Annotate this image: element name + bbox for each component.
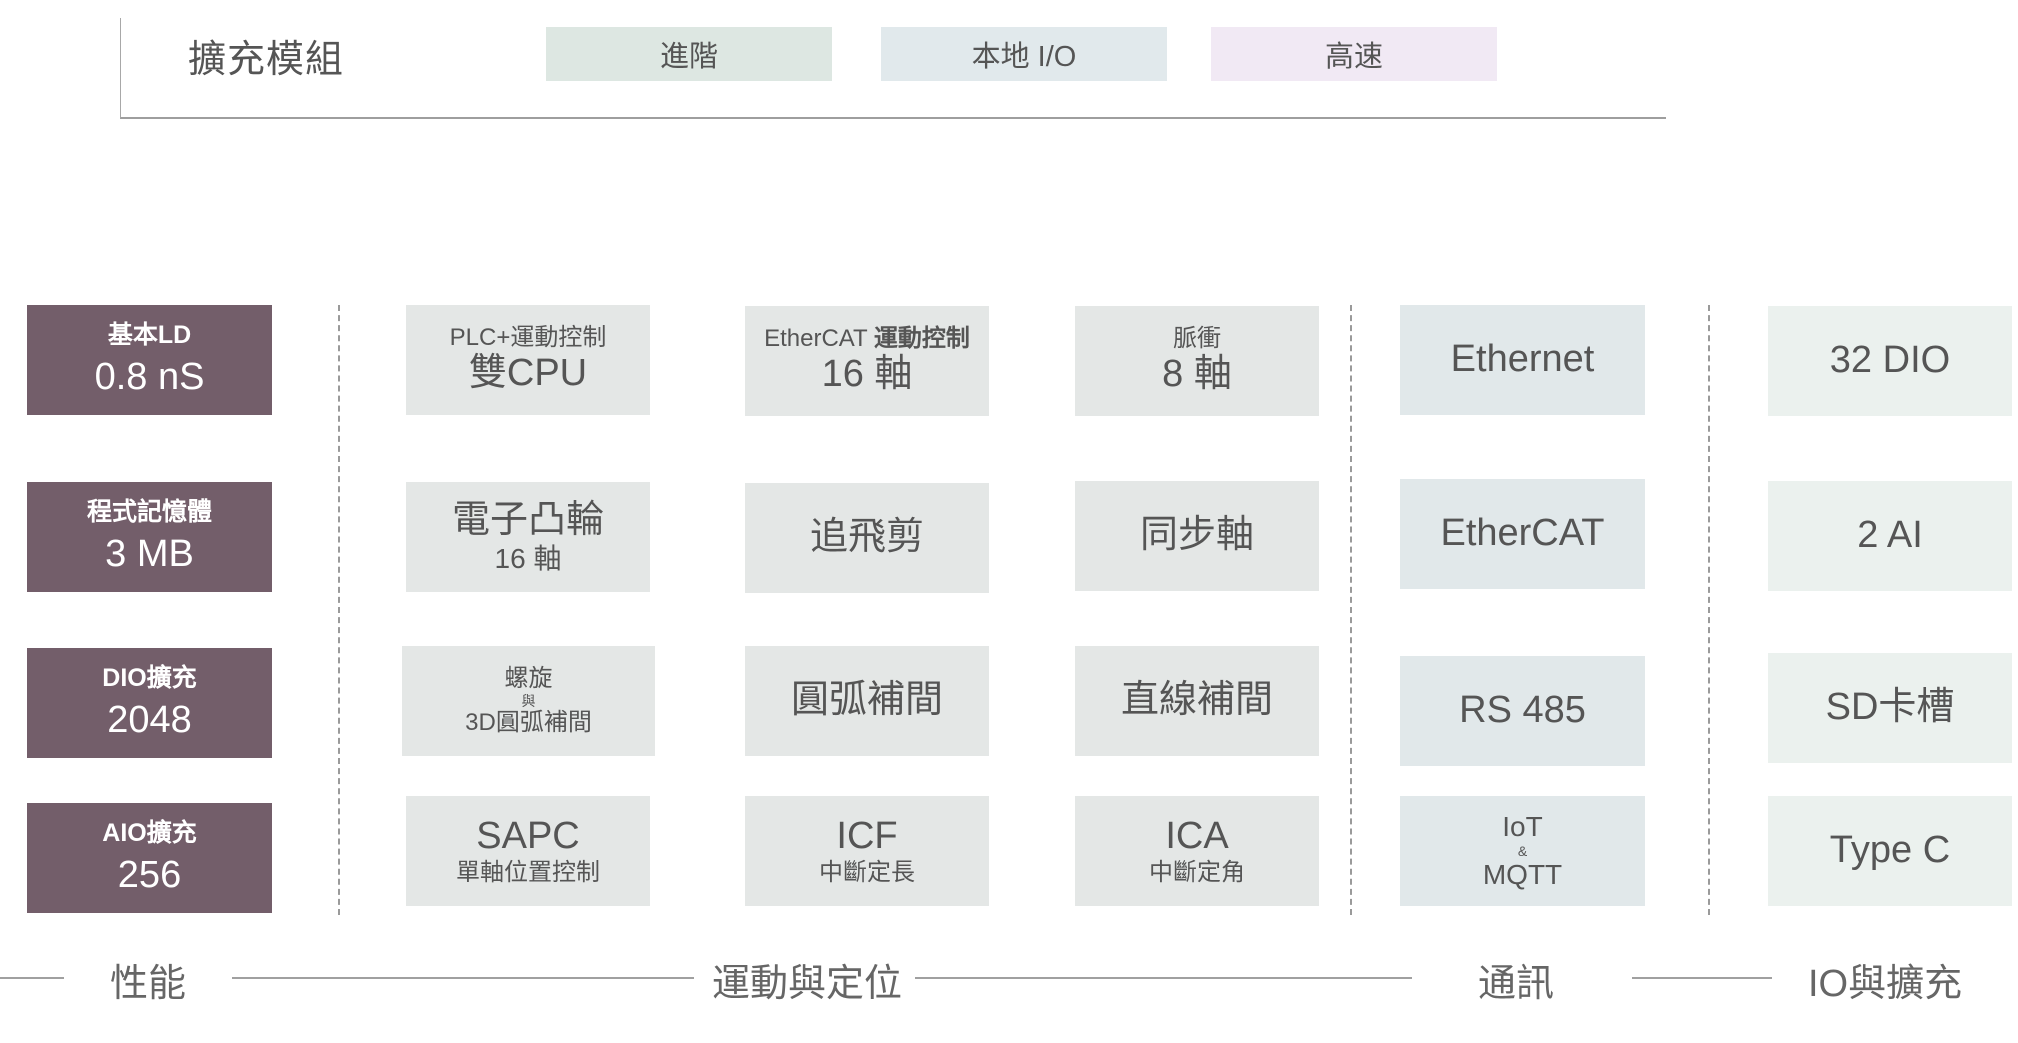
io-type-c: Type C <box>1768 796 2012 906</box>
category-communication: 通訊 <box>1478 963 1555 1005</box>
axis-line <box>0 977 64 979</box>
io-sd-card-slot: SD卡槽 <box>1768 653 2012 763</box>
divider-comm-io <box>1708 305 1710 915</box>
motion-ica: ICA 中斷定角 <box>1075 796 1319 906</box>
motion-flying-shear: 追飛剪 <box>745 483 989 593</box>
category-motion: 運動與定位 <box>712 963 903 1005</box>
comm-ethernet: Ethernet <box>1400 305 1645 415</box>
motion-linear-interpolation: 直線補間 <box>1075 646 1319 756</box>
category-io-expansion: IO與擴充 <box>1808 963 1963 1005</box>
motion-pulse-8-axis: 脈衝 8 軸 <box>1075 306 1319 416</box>
perf-aio-expansion: AIO擴充 256 <box>27 803 272 913</box>
axis-line <box>232 977 694 979</box>
legend-title: 擴充模組 <box>188 39 345 81</box>
category-performance: 性能 <box>110 963 187 1005</box>
perf-basic-ld: 基本LD 0.8 nS <box>27 305 272 415</box>
legend-chip-local-io: 本地 I/O <box>881 27 1167 81</box>
motion-sapc: SAPC 單軸位置控制 <box>406 796 650 906</box>
perf-program-memory: 程式記憶體 3 MB <box>27 482 272 592</box>
legend-chip-high-speed: 高速 <box>1211 27 1497 81</box>
axis-line <box>915 977 1412 979</box>
motion-electronic-cam: 電子凸輪 16 軸 <box>406 482 650 592</box>
divider-motion-comm <box>1350 305 1352 915</box>
motion-sync-axis: 同步軸 <box>1075 481 1319 591</box>
divider-perf-motion <box>338 305 340 915</box>
io-2-ai: 2 AI <box>1768 481 2012 591</box>
motion-ethercat-16-axis: EtherCAT 運動控制 16 軸 <box>745 306 989 416</box>
legend-frame <box>120 18 1666 119</box>
motion-dual-cpu: PLC+運動控制 雙CPU <box>406 305 650 415</box>
legend-chip-advanced: 進階 <box>546 27 832 81</box>
comm-iot-mqtt: IoT & MQTT <box>1400 796 1645 906</box>
motion-helical-3d-arc: 螺旋 與 3D圓弧補間 <box>402 646 655 756</box>
motion-arc-interpolation: 圓弧補間 <box>745 646 989 756</box>
perf-dio-expansion: DIO擴充 2048 <box>27 648 272 758</box>
io-32-dio: 32 DIO <box>1768 306 2012 416</box>
axis-line <box>1632 977 1772 979</box>
comm-rs485: RS 485 <box>1400 656 1645 766</box>
comm-ethercat: EtherCAT <box>1400 479 1645 589</box>
motion-icf: ICF 中斷定長 <box>745 796 989 906</box>
